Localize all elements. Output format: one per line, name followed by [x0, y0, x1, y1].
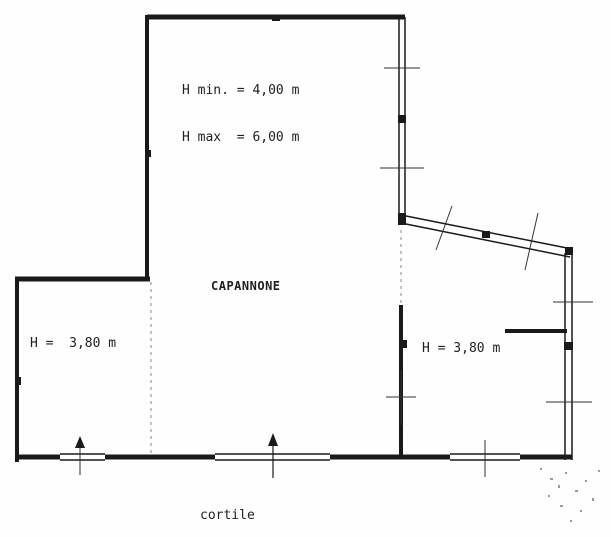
- left-room-height-label: H = 3,80 m: [30, 336, 117, 351]
- bottom-wall: [15, 453, 572, 461]
- capannone-walls: [145, 14, 406, 280]
- right-room-walls: [398, 213, 573, 460]
- room-name-capannone: CAPANNONE: [211, 279, 281, 293]
- dashed-partitions: [150, 230, 402, 455]
- arrow-up-icon: [75, 436, 85, 448]
- height-max-label: H max = 6,00 m: [182, 130, 300, 145]
- right-room-height-label: H = 3,80 m: [422, 341, 501, 356]
- scan-speckle: [540, 468, 600, 522]
- left-room-walls: [15, 276, 150, 462]
- window-ticks: [79, 67, 593, 477]
- arrow-up-icon: [268, 433, 278, 478]
- height-min-label: H min. = 4,00 m: [182, 83, 300, 98]
- courtyard-label: cortile: [200, 508, 255, 523]
